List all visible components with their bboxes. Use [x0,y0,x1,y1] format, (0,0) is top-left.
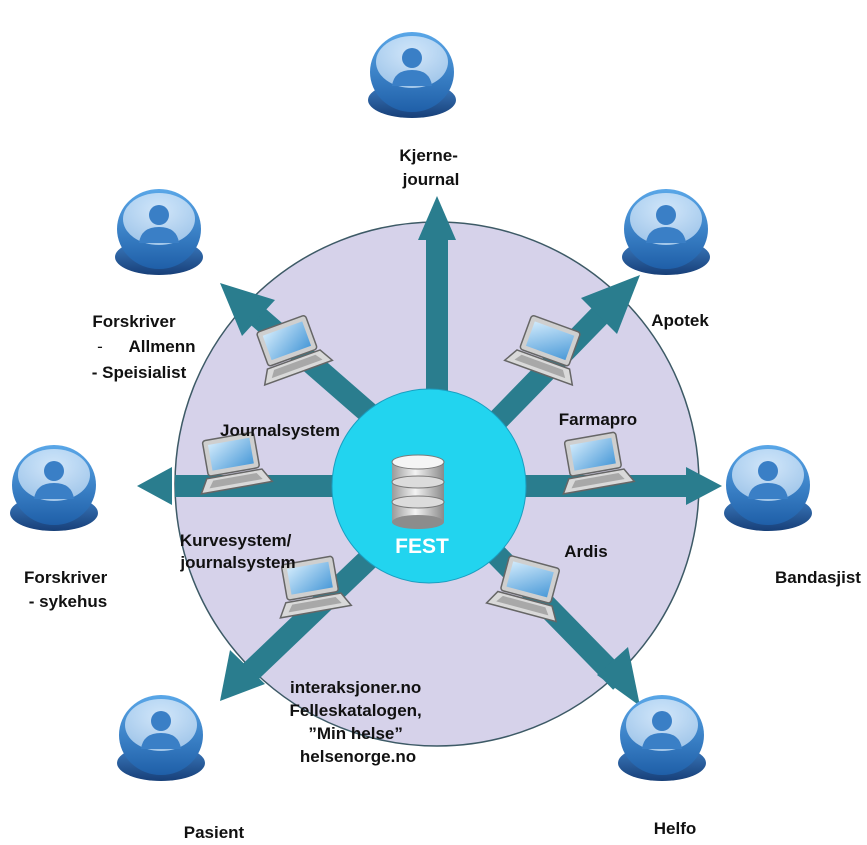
laptop-helfo-path [485,555,560,623]
user-icon-forskriver [115,189,203,275]
system-label-ardis: Ardis [564,542,607,561]
system-label-kurvesystem: Kurvesystem/ journalsystem [179,531,296,572]
actor-label-bandasjist: Bandasjist [775,568,861,587]
user-icon-helfo [618,695,706,781]
user-icon-kjernejournal [368,32,456,118]
actor-label-forskriver-line-1: Forskriver [92,312,176,331]
system-label-kurvesystem-line-2: journalsystem [179,553,295,572]
actor-label-forskriver-sykehus-line-2: - sykehus [29,592,107,611]
user-icon-bandasjist [724,445,812,531]
database-icon [391,454,445,529]
actor-label-forskriver-sykehus-line-1: Forskriver [24,568,108,587]
actor-label-kjernejournal-line-1: Kjerne- [399,146,458,165]
actor-label-helfo: Helfo [654,819,697,838]
actor-label-forskriver-line-3: - Speisialist [92,363,187,382]
system-label-journalsystem: Journalsystem [220,421,340,440]
hub-label: FEST [395,535,449,558]
actor-label-forskriver-line-2: Allmenn [128,337,195,356]
actor-label-kjernejournal: Kjerne- journal [399,146,462,189]
arrow-kjernejournal [418,196,456,437]
laptop-journalsystem [256,315,334,387]
system-label-web-line-2: Felleskatalogen, [289,701,421,720]
system-label-web: interaksjoner.no Felleskatalogen, ”Min h… [289,678,426,766]
system-label-web-line-3: ”Min helse” [308,724,402,743]
actor-label-pasient: Pasient [184,823,245,842]
laptop-farmapro [503,315,581,387]
user-icon-forskriver-sykehus [10,445,98,531]
actor-label-kjernejournal-line-2: journal [402,170,460,189]
actor-label-forskriver-dash: - [97,337,103,356]
system-label-web-line-4: helsenorge.no [300,747,416,766]
system-label-web-line-1: interaksjoner.no [290,678,421,697]
laptop-web [279,555,353,619]
laptop-ardis [562,431,636,495]
actor-label-apotek: Apotek [651,311,709,330]
laptop-kurvesystem [200,431,274,495]
user-icon-apotek [622,189,710,275]
user-icon-pasient [117,695,205,781]
system-label-farmapro: Farmapro [559,410,637,429]
system-label-kurvesystem-line-1: Kurvesystem/ [180,531,292,550]
actor-label-forskriver-sykehus: Forskriver - sykehus [24,568,112,611]
